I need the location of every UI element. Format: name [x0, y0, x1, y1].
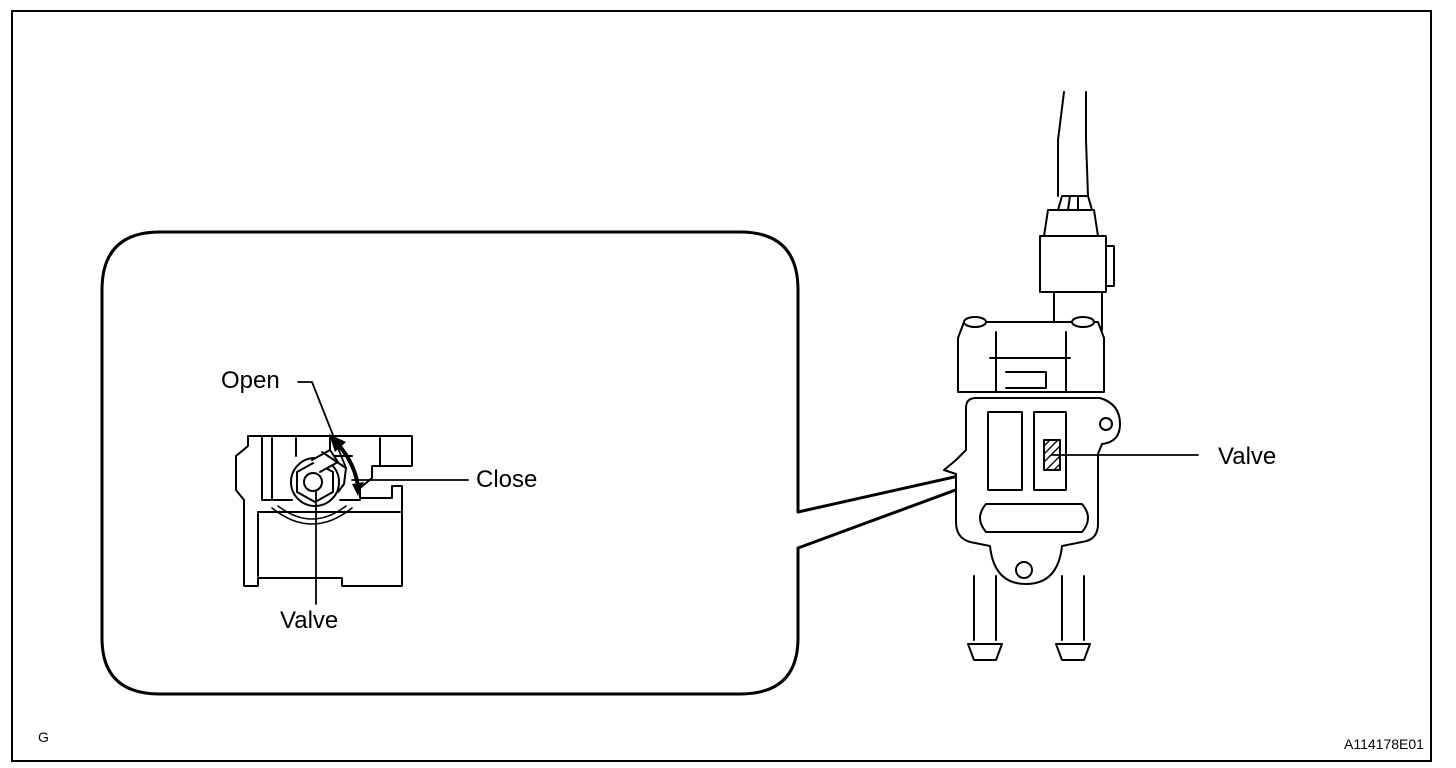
main-valve-label: Valve: [1218, 443, 1277, 470]
detail-leader-lines: [297, 381, 469, 605]
open-label: Open: [221, 367, 280, 394]
connector: [1039, 195, 1115, 331]
footer-left-mark: G: [38, 729, 49, 745]
figure-frame: [11, 10, 1432, 762]
hose: [1057, 91, 1089, 197]
valve-body: [957, 316, 1105, 393]
detail-valve-housing: [235, 435, 413, 587]
pipes: [967, 575, 1091, 661]
mounting-flange: [943, 397, 1121, 585]
open-arrowhead: [329, 434, 346, 452]
close-arrowhead: [352, 482, 364, 496]
detail-valve-shaft: [290, 449, 347, 507]
figure-id: A114178E01: [1344, 736, 1424, 752]
detail-valve-label: Valve: [280, 607, 339, 634]
close-label: Close: [476, 466, 538, 493]
